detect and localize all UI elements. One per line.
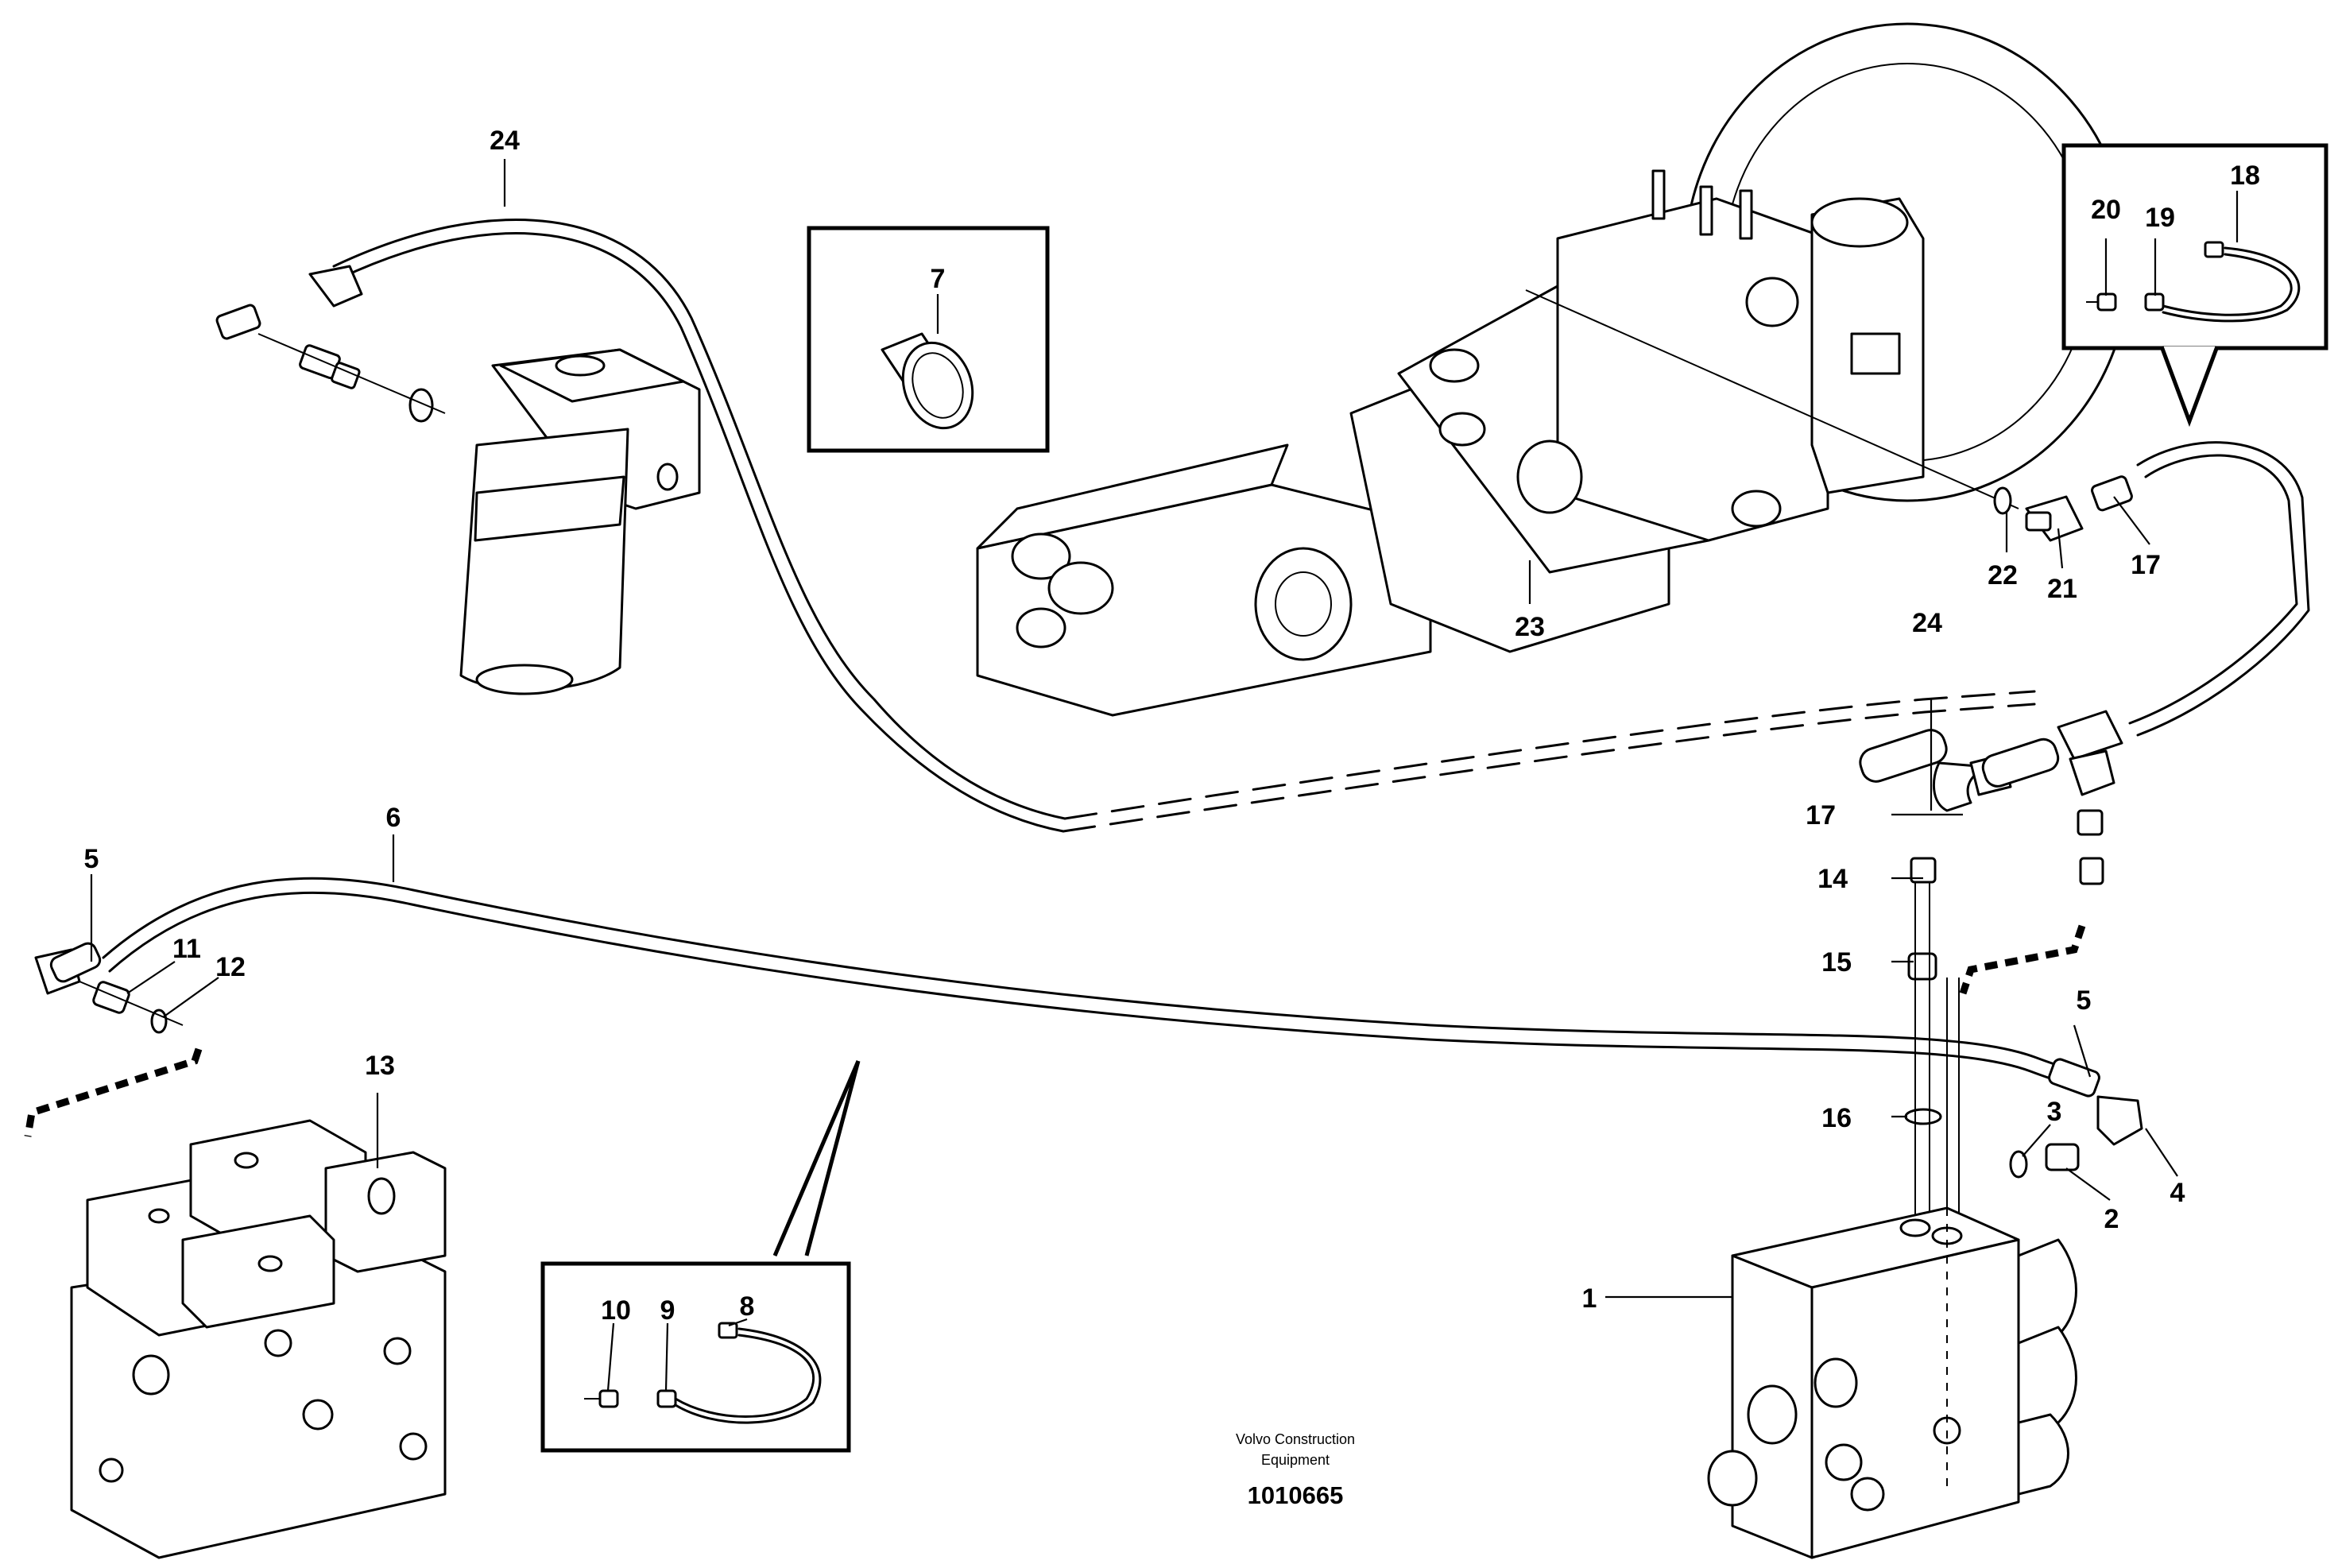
callout-3: 3 (2047, 1097, 2062, 1127)
detail-box-7 (807, 226, 1050, 453)
pump-fittings (1993, 475, 2133, 542)
drain-line-left (24, 1047, 203, 1137)
hose-24-upper (332, 219, 2036, 833)
callout-24-right: 24 (1912, 608, 1942, 638)
filter-fittings (215, 265, 446, 423)
valve-block (1707, 1206, 2077, 1559)
callout-21: 21 (2047, 574, 2077, 604)
control-valve-assembly (70, 1119, 447, 1559)
valve-fittings (2009, 1058, 2143, 1179)
callout-22: 22 (1988, 560, 2018, 590)
detail-box-8-10 (540, 1060, 861, 1453)
callout-15: 15 (1821, 947, 1852, 978)
callout-14: 14 (1817, 864, 1848, 894)
callout-8: 8 (740, 1291, 755, 1322)
callout-2: 2 (2104, 1204, 2119, 1234)
caption-line-1: Volvo Construction (1236, 1431, 1355, 1447)
detail-box-18-20 (2061, 143, 2328, 428)
callout-23: 23 (1515, 612, 1545, 642)
callout-1: 1 (1582, 1283, 1597, 1314)
callout-18: 18 (2230, 161, 2260, 191)
hose-6 (102, 877, 2100, 1092)
callout-9: 9 (660, 1295, 675, 1326)
callout-6: 6 (386, 803, 401, 833)
drawing-id: 1010665 (1248, 1481, 1344, 1509)
leader-lines (90, 159, 2239, 1392)
callout-4: 4 (2170, 1178, 2185, 1208)
hose-24-lower (2128, 441, 2310, 737)
callout-13: 13 (365, 1051, 395, 1081)
caption: Volvo Construction Equipment 1010665 (1236, 1431, 1355, 1509)
caption-line-2: Equipment (1261, 1452, 1330, 1468)
callout-16: 16 (1821, 1103, 1852, 1133)
callout-12: 12 (215, 952, 246, 982)
left-fittings (34, 942, 184, 1034)
callout-17-top: 17 (2131, 550, 2161, 580)
hydraulic-filter (459, 348, 701, 695)
pump-assembly (976, 22, 2131, 717)
fitting-stack (1859, 710, 2123, 1224)
drain-line-right (1959, 924, 2086, 995)
callout-11: 11 (172, 934, 201, 964)
callout-19: 19 (2145, 203, 2175, 233)
callout-5-right: 5 (2077, 985, 2092, 1016)
callout-20: 20 (2091, 195, 2121, 225)
callout-17-mid: 17 (1806, 800, 1836, 830)
callout-24-top: 24 (490, 126, 520, 156)
callout-labels: 24 7 18 20 19 22 21 17 23 24 6 5 11 12 1… (84, 126, 2260, 1326)
callout-5-left: 5 (84, 844, 99, 874)
callout-10: 10 (601, 1295, 631, 1326)
callout-7: 7 (931, 264, 946, 294)
